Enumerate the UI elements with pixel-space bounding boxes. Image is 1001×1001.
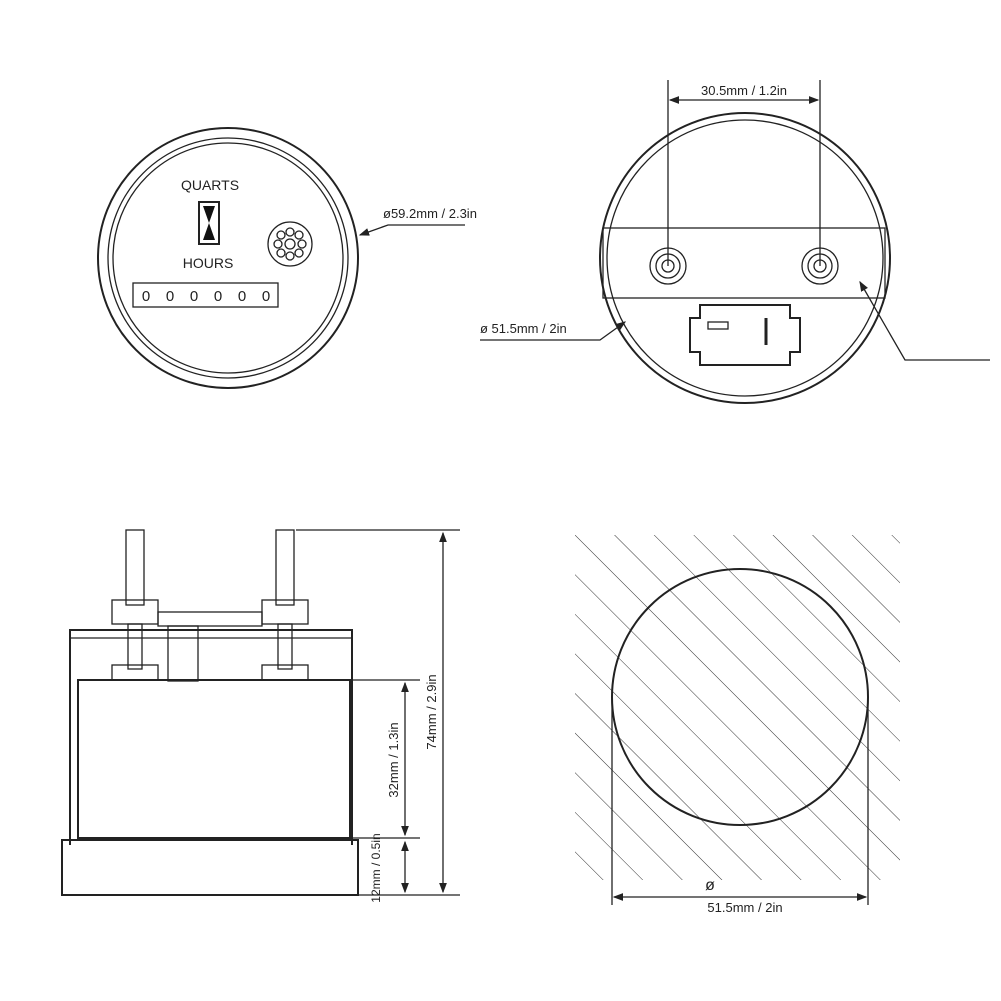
counter-digit: 0 <box>190 288 198 305</box>
counter-digit: 0 <box>214 288 222 305</box>
bezel-flange <box>61 839 359 896</box>
flange-height-label: 12mm / 0.5in <box>369 833 383 902</box>
counter-digit: 0 <box>262 288 270 305</box>
bracket <box>69 629 353 845</box>
diameter-symbol: ø <box>705 877 715 894</box>
bracket-leader <box>859 280 990 361</box>
body-height-label: 32mm / 1.3in <box>386 722 401 797</box>
quarts-label: QUARTS <box>181 177 239 193</box>
dial-face <box>112 142 344 374</box>
bezel-outer <box>97 127 359 389</box>
counter-digit: 0 <box>238 288 246 305</box>
housing-outer <box>599 112 891 404</box>
back-diameter-leader <box>480 321 627 341</box>
front-diameter-label: ø59.2mm / 2.3in <box>383 206 477 221</box>
side-view: 32mm / 1.3in 74mm / 2.9in 12mm / 0.5in <box>61 529 460 903</box>
front-view: QUARTS HOURS 0 0 0 0 0 0 ø59.2mm / 2.3 <box>97 127 477 389</box>
hours-label: HOURS <box>183 255 234 271</box>
gear-icon <box>267 221 313 267</box>
housing-inner <box>606 119 884 397</box>
panel-cutout-view: ø 51.5mm / 2in <box>575 535 900 915</box>
bezel-inner <box>107 137 349 379</box>
counter-digit: 0 <box>166 288 174 305</box>
nut-left <box>111 599 159 625</box>
nut-right <box>261 599 309 625</box>
hour-counter <box>132 282 279 308</box>
cutout-diameter-label: 51.5mm / 2in <box>707 900 782 915</box>
panel-hatching <box>575 535 900 880</box>
counter-digit: 0 <box>142 288 150 305</box>
gauge-body <box>77 679 351 839</box>
diameter-leader <box>358 224 465 236</box>
total-height-label: 74mm / 2.9in <box>424 674 439 749</box>
counter-digits: 0 0 0 0 0 0 <box>142 288 270 305</box>
hourglass-icon <box>198 201 220 245</box>
electrical-connector <box>689 304 801 366</box>
stud-right <box>275 529 295 606</box>
stud-left <box>125 529 145 606</box>
back-diameter-label: ø 51.5mm / 2in <box>480 321 567 336</box>
back-view: 30.5mm / 1.2in ø 51.5mm / 2in <box>480 80 990 404</box>
stud-spacing-label: 30.5mm / 1.2in <box>701 83 787 98</box>
mounting-bracket <box>602 227 886 299</box>
